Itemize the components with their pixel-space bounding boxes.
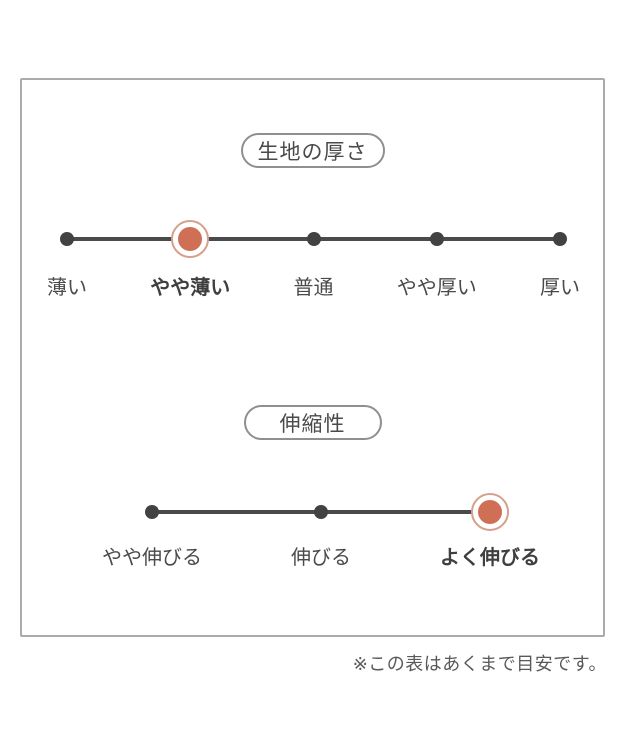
scale-label: やや伸びる — [102, 545, 202, 569]
scale-dot — [60, 232, 74, 246]
scale-label-selected: やや薄い — [150, 275, 231, 299]
thickness-scale-track — [60, 220, 567, 258]
stretch-title-badge: 伸縮性 — [243, 405, 382, 440]
scale-label: 普通 — [293, 275, 334, 299]
disclaimer-note: ※この表はあくまで目安です。 — [352, 654, 607, 675]
scale-dot — [314, 505, 328, 519]
scale-dot — [145, 505, 159, 519]
thickness-title-badge: 生地の厚さ — [240, 133, 385, 168]
spec-box: 生地の厚さ 薄い やや薄い 普通 やや厚い 厚い 伸縮性 やや伸びる 伸びる よく伸びる — [20, 78, 605, 637]
stretch-title: 伸縮性 — [279, 411, 346, 436]
scale-label: 薄い — [47, 275, 87, 299]
thickness-scale-labels: 薄い やや薄い 普通 やや厚い 厚い — [47, 275, 580, 299]
scale-label: 厚い — [540, 275, 580, 299]
selected-marker-fill — [478, 500, 502, 524]
selected-marker-fill — [178, 227, 203, 251]
scale-label: 伸びる — [291, 545, 351, 569]
selected-marker — [171, 220, 210, 258]
scale-dot — [553, 232, 567, 246]
stretch-scale-track — [145, 493, 509, 531]
stretch-scale-labels: やや伸びる 伸びる よく伸びる — [102, 545, 540, 569]
thickness-title: 生地の厚さ — [257, 139, 368, 164]
scale-dot — [429, 232, 444, 246]
scale-dot — [306, 232, 321, 246]
scale-label-selected: よく伸びる — [440, 545, 540, 569]
scale-label: やや厚い — [396, 275, 477, 299]
selected-marker — [471, 493, 509, 531]
